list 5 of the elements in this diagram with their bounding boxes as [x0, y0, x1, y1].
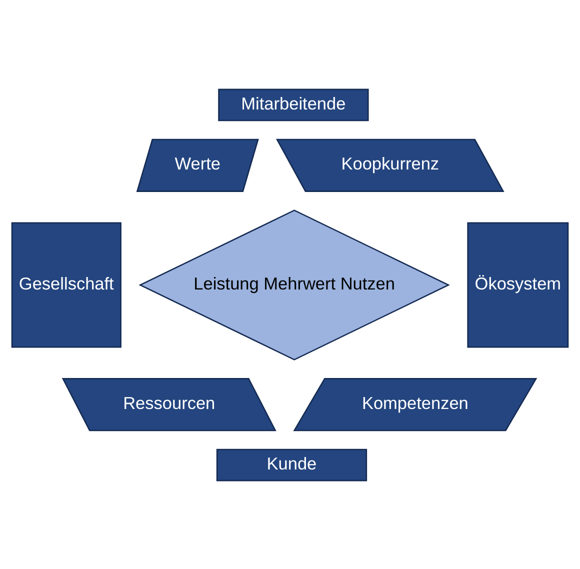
node-box: Kunde	[216, 448, 368, 481]
node-box: Mitarbeitende	[218, 88, 369, 121]
node-diamond: Leistung Mehrwert Nutzen	[138, 209, 450, 360]
node-box: Ökosystem	[467, 222, 569, 348]
node-box: Gesellschaft	[11, 222, 122, 348]
